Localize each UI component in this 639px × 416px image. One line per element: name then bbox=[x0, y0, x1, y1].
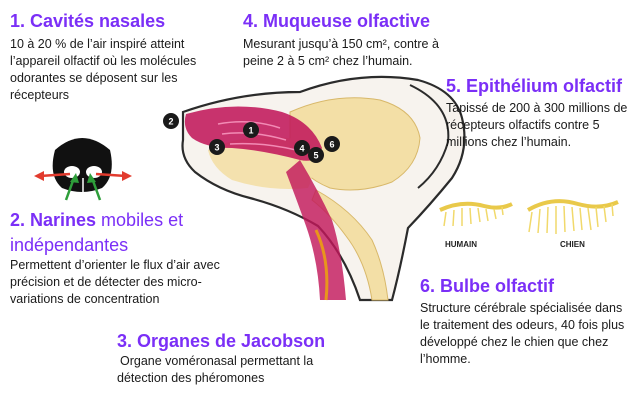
section-1-title: 1. Cavités nasales bbox=[10, 11, 166, 31]
section-6-title: 6. Bulbe olfactif bbox=[420, 276, 555, 296]
svg-text:5: 5 bbox=[313, 151, 318, 161]
dog-epithelium-illustration: CHIEN bbox=[526, 199, 619, 249]
section-3-title: 3. Organes de Jacobson bbox=[117, 331, 326, 351]
svg-text:2: 2 bbox=[168, 117, 173, 127]
human-epithelium-illustration: HUMAIN bbox=[439, 201, 513, 249]
svg-text:CHIEN: CHIEN bbox=[560, 240, 585, 249]
svg-text:HUMAIN: HUMAIN bbox=[445, 240, 477, 249]
section-5-title: 5. Epithélium olfactif bbox=[446, 76, 623, 96]
svg-text:4: 4 bbox=[299, 144, 304, 154]
marker-1: 1 bbox=[243, 122, 259, 138]
svg-text:6: 6 bbox=[329, 140, 334, 150]
marker-6: 6 bbox=[324, 136, 340, 152]
section-2-title-bold: 2. Narines bbox=[10, 210, 97, 230]
svg-text:1: 1 bbox=[248, 126, 253, 136]
section-4-title: 4. Muqueuse olfactive bbox=[243, 11, 431, 31]
marker-2: 2 bbox=[163, 113, 179, 129]
section-4-text: Mesurant jusqu’à 150 cm², contre à peine… bbox=[243, 37, 439, 68]
section-6-text: Structure cérébrale spécialisée dans le … bbox=[420, 301, 625, 366]
nostril-icon bbox=[34, 138, 132, 201]
section-5-text: Tapissé de 200 à 300 millions de récepte… bbox=[446, 101, 628, 149]
section-1-text: 10 à 20 % de l’air inspiré atteint l’app… bbox=[10, 37, 197, 102]
svg-text:3: 3 bbox=[214, 143, 219, 153]
section-3-text: Organe voméronasal permettant la détecti… bbox=[117, 354, 314, 385]
marker-3: 3 bbox=[209, 139, 225, 155]
section-2-title: 2. Narines mobiles et indépendantes bbox=[10, 208, 215, 258]
marker-4: 4 bbox=[294, 140, 310, 156]
section-2-title-light: mobiles et indépendantes bbox=[10, 210, 184, 255]
section-2-text: Permettent d’orienter le flux d’air avec… bbox=[10, 258, 220, 306]
marker-5: 5 bbox=[308, 147, 324, 163]
